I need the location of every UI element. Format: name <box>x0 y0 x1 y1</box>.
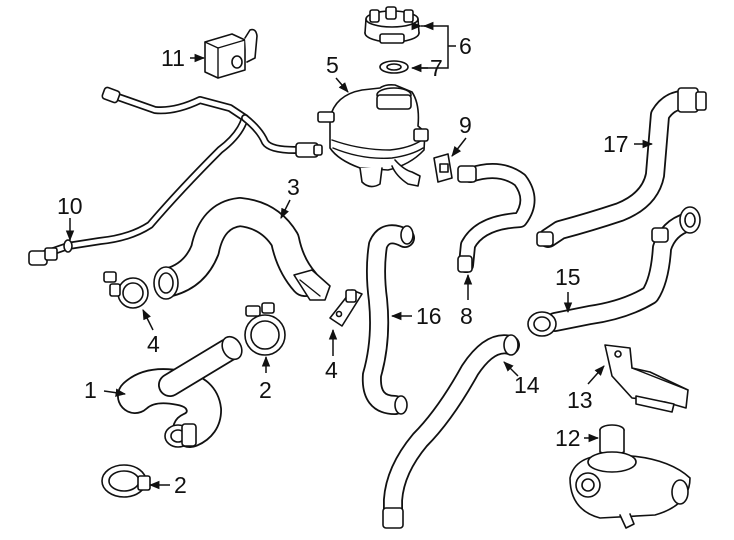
vent-line-assembly <box>28 86 323 266</box>
hose-clip <box>433 153 453 183</box>
callout-labels: 1 2 2 3 4 4 5 6 7 8 9 10 11 12 13 14 15 … <box>57 33 629 498</box>
callout-6: 6 <box>459 33 472 59</box>
callout-12: 12 <box>555 425 581 451</box>
auxiliary-water-pump <box>569 424 691 529</box>
radiator-hose-lower <box>117 335 243 448</box>
callout-15: 15 <box>555 264 581 290</box>
coolant-hose-upper-right <box>536 87 707 248</box>
callout-16: 16 <box>416 303 442 329</box>
heater-hose <box>457 163 536 273</box>
radiator-hose-upper <box>153 197 331 301</box>
cap-seal <box>379 60 409 74</box>
callout-2-upper: 2 <box>259 377 272 403</box>
callout-14: 14 <box>514 372 540 398</box>
callout-5: 5 <box>326 52 339 78</box>
callout-3: 3 <box>287 174 300 200</box>
callout-2-lower: 2 <box>174 472 187 498</box>
coolant-reservoir <box>317 84 429 188</box>
callout-13: 13 <box>567 387 593 413</box>
hose-clamp-left <box>103 271 149 309</box>
callout-1: 1 <box>84 377 97 403</box>
hose-clamp-ring-lower <box>101 464 151 498</box>
callout-10: 10 <box>57 193 83 219</box>
callout-7: 7 <box>430 55 443 81</box>
pump-mount-bracket <box>604 344 689 413</box>
callout-17: 17 <box>603 131 629 157</box>
callout-11: 11 <box>161 45 185 71</box>
hose-clamp-ring-upper <box>244 302 286 356</box>
leader-lines <box>65 21 654 490</box>
callout-4-left: 4 <box>147 331 160 357</box>
callout-4-right: 4 <box>325 357 338 383</box>
bypass-hose-vertical <box>361 224 415 415</box>
callout-8: 8 <box>460 303 473 329</box>
mount-bracket-block <box>204 28 258 79</box>
coolant-hose-long <box>382 334 520 529</box>
coolant-hose-right <box>527 206 701 337</box>
reservoir-cap <box>364 6 420 44</box>
hose-bracket-clip <box>329 289 363 327</box>
callout-9: 9 <box>459 112 472 138</box>
